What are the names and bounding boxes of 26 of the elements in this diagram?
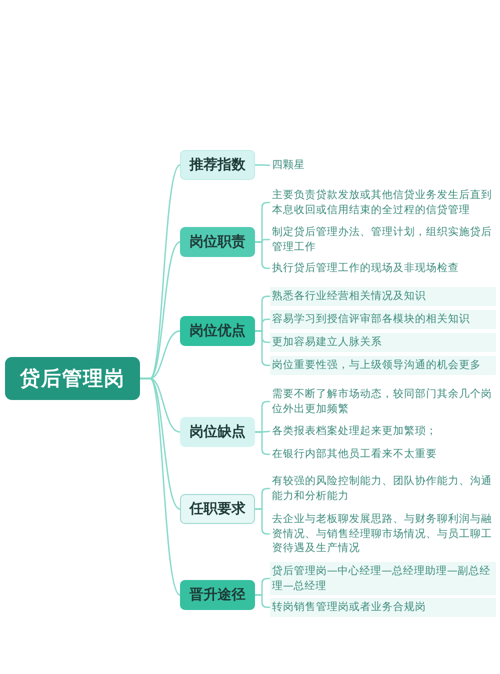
connector-line: [140, 378, 181, 596]
branch-topic-box: 岗位优点: [180, 316, 255, 346]
branch-topic-box: 推荐指数: [180, 150, 255, 180]
subtopic-band: 更加容易建立人脉关系: [270, 333, 496, 352]
subtopic-text: 有较强的风险控制能力、团队协作能力、沟通能力和分析能力: [270, 474, 496, 504]
subtopic-band: 岗位重要性强，与上级领导沟通的机会更多: [270, 356, 496, 375]
subtopic-text: 执行贷后管理工作的现场及非现场检查: [270, 261, 460, 276]
connector-line: [255, 330, 270, 366]
subtopic-text: 在银行内部其他员工看来不太重要: [270, 447, 438, 462]
subtopic-band: 熟悉各行业经营相关情况及知识: [270, 287, 496, 306]
subtopic-text: 四颗星: [270, 158, 306, 173]
subtopic-text: 各类报表档案处理起来更加繁琐；: [270, 424, 438, 439]
subtopic-text: 主要负责贷款发放或其他信贷业务发生后直到本息收回或信用结束的全过程的信贷管理: [270, 188, 496, 218]
subtopic-text: 制定贷后管理办法、管理计划，组织实施贷后管理工作: [270, 225, 496, 254]
subtopic-band: 转岗销售管理岗或者业务合规岗: [270, 598, 496, 617]
branch-topic-box: 岗位缺点: [180, 417, 255, 447]
branch-topic-box: 任职要求: [180, 494, 255, 524]
subtopic-band: 贷后管理岗—中心经理—总经理助理—副总经理—总经理: [270, 562, 496, 596]
connector-line: [255, 594, 270, 608]
subtopic-band: 容易学习到授信评审部各模块的相关知识: [270, 310, 496, 329]
connector-line: [255, 164, 270, 166]
branch-topic-box: 岗位职责: [180, 227, 255, 257]
root-topic-box: 贷后管理岗: [5, 357, 140, 400]
branch-topic-box: 晋升途径: [180, 580, 255, 610]
subtopic-text: 去企业与老板聊发展思路、与财务聊利润与融资情况、与销售经理聊市场情况、与员工聊工资待遇及生产情况: [270, 512, 496, 556]
subtopic-text: 需要不断了解市场动态，较同部门其余几个岗位外出更加频繁: [270, 387, 496, 416]
